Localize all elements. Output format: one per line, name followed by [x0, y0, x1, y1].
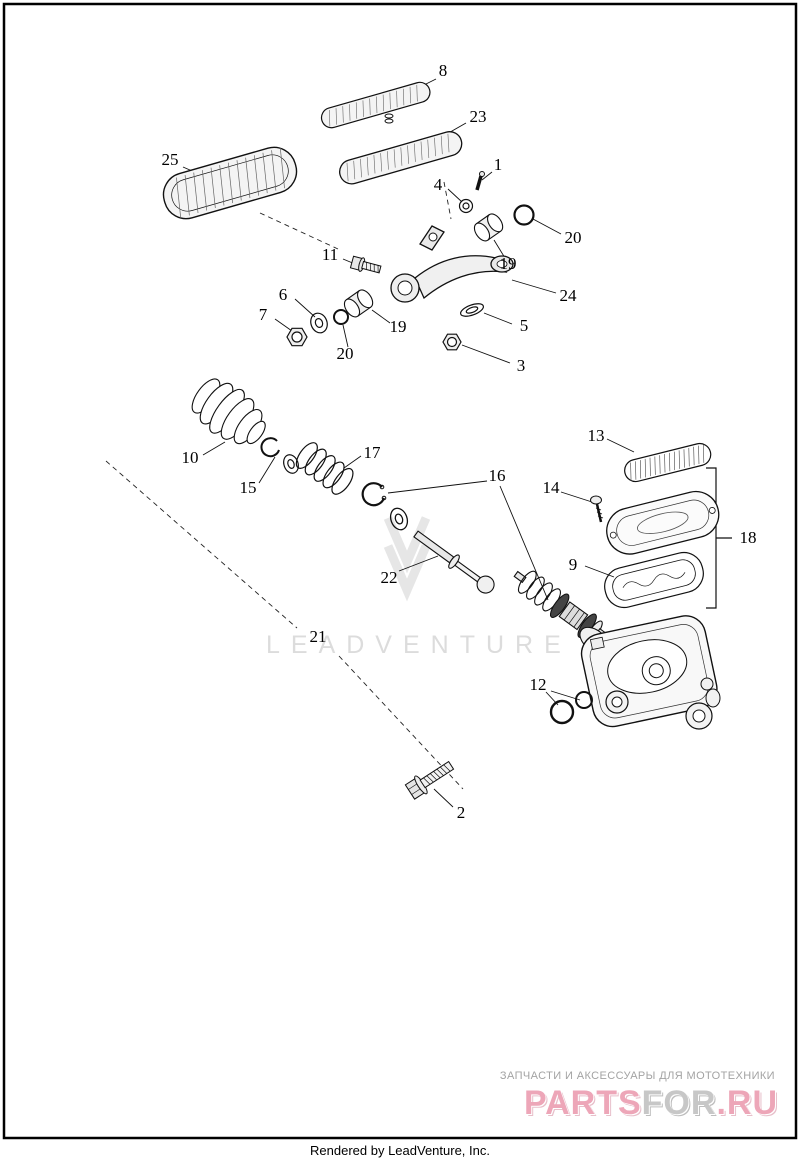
spring-17 [295, 442, 354, 495]
pivot-bolt [349, 255, 382, 274]
footer-credit: Rendered by LeadVenture, Inc. [310, 1143, 490, 1158]
pedal-pad-small [320, 81, 431, 129]
mounting-bolt [404, 760, 455, 800]
pad-stud-spring [384, 113, 394, 124]
shop-logo-part2: FOR [641, 1084, 717, 1122]
retaining-ring-15 [260, 437, 299, 474]
pivot-pin [475, 171, 485, 191]
pedal-pad-large [339, 131, 463, 185]
shop-logo-part3: .RU [716, 1084, 778, 1122]
o-rings-12 [549, 691, 593, 725]
o-ring-right [513, 204, 535, 226]
snap-ring-16 [361, 482, 409, 531]
nut-3 [442, 333, 462, 351]
nut-7 [286, 327, 308, 347]
watermark-chevron-icon [383, 516, 431, 602]
washer-4 [458, 198, 474, 214]
footboard [162, 146, 298, 220]
construction-lines [105, 181, 613, 790]
o-ring-left [333, 309, 349, 325]
washer-6 [310, 312, 328, 334]
reservoir-cover [606, 490, 720, 555]
watermark-leadventure: LEADVENTURE [266, 631, 572, 659]
reservoir-cover-plate [624, 442, 712, 483]
bushing-left [343, 289, 374, 318]
brake-pedal-arm [390, 225, 514, 303]
shop-logo-part1: PARTS [523, 1084, 642, 1122]
boot-bellows [191, 378, 266, 445]
watermark-shop-logo: PARTSFOR.RU [524, 1084, 778, 1123]
cover-gasket [604, 551, 704, 609]
bracket-18 [706, 467, 732, 609]
watermark-shop-subtitle: ЗАПЧАСТИ И АКСЕССУАРЫ ДЛЯ МОТОТЕХНИКИ [499, 1070, 775, 1082]
bushing-right [473, 213, 504, 242]
page-border [2, 2, 798, 1140]
washer-5 [459, 303, 485, 317]
cover-screw [590, 495, 604, 523]
master-cylinder-body [579, 615, 721, 730]
pushrod [413, 530, 495, 594]
